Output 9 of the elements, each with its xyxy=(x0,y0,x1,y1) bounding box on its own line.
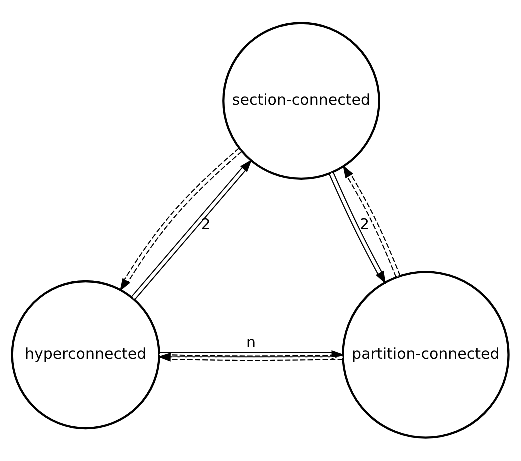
arrow xyxy=(158,352,344,362)
arrow xyxy=(328,172,386,284)
edge-label: 2 xyxy=(360,216,370,234)
arrow xyxy=(120,148,242,292)
arrow xyxy=(131,160,252,300)
node-circle: hyperconnected xyxy=(11,280,160,430)
edge-label: 2 xyxy=(201,216,211,234)
edge-label: n xyxy=(246,334,256,352)
arrow xyxy=(342,165,401,278)
